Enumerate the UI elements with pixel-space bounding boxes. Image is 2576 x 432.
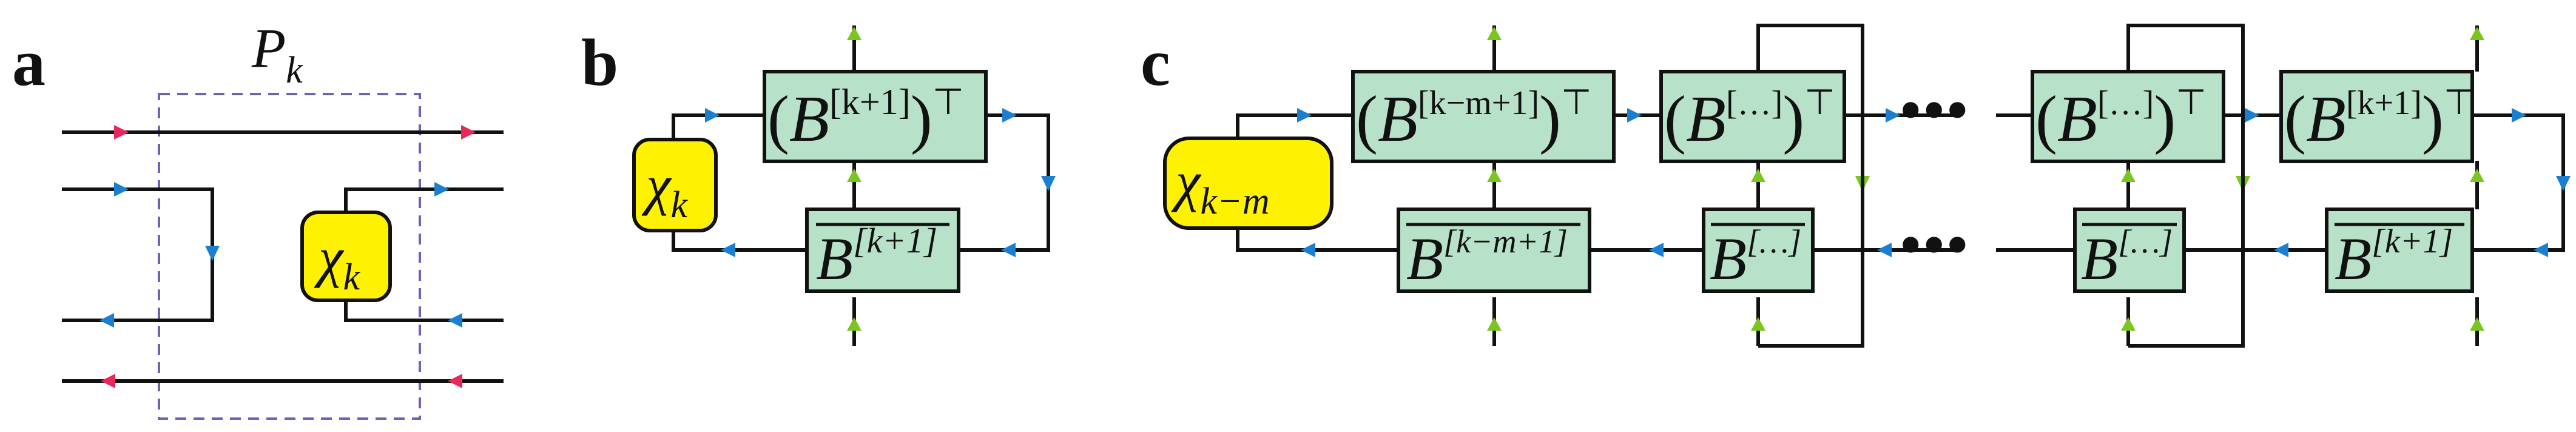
arrow-blue-down (205, 246, 220, 261)
tensor-bottom-4-label: B[k+1] (2335, 223, 2453, 292)
panel-a-label: a (12, 25, 46, 100)
arrow-green-up (847, 27, 861, 40)
chi-k-m-box (1163, 137, 1334, 230)
tensor-top-3-label: (B[…])⊤ (2035, 83, 2207, 155)
chi-k-m-label: χk−m (1171, 150, 1270, 222)
tensor-bottom-1-label: B[k−m+1] (1406, 223, 1568, 292)
chi-k-label: χk (314, 226, 360, 298)
arrow-green-up (847, 317, 861, 331)
tensor-bottom-3-label: B[…] (2081, 223, 2173, 292)
wire-right-upper (344, 187, 504, 218)
tensor-top-3 (2031, 70, 2225, 163)
arrow-red-right (114, 125, 129, 140)
arrow-blue-right (705, 108, 720, 123)
leg-loop (2126, 24, 2245, 348)
arrow-red-left (101, 374, 115, 388)
panel-c-label: c (1141, 25, 1170, 100)
arrow-blue-right (114, 182, 129, 197)
panel-c: c (1141, 24, 2571, 348)
tensor-bottom-2-label: B[…] (1710, 223, 1801, 292)
arrow-blue-down (1041, 176, 1056, 191)
arrow-blue-left (448, 313, 462, 328)
arrow-blue-left (99, 313, 114, 328)
tensor-top-1-label: (B[k−m+1])⊤ (1356, 83, 1591, 155)
arrow-blue-right (434, 182, 449, 197)
panel-b: b (B[k+1])⊤ B[k+1] χk (581, 25, 1056, 346)
projector-label: Pk (251, 17, 303, 91)
ellipsis-top: ••• (1899, 73, 1969, 147)
tensor-b-transpose (763, 70, 988, 163)
tensor-top-4 (2279, 70, 2474, 163)
panel-a: a Pk χk (12, 17, 504, 420)
leg-loop (1756, 24, 1864, 348)
green-arrows (1487, 27, 2484, 331)
tensor-top-2-label: (B[…])⊤ (1664, 83, 1835, 155)
projector-dashed-box (158, 93, 421, 420)
tensor-b-conj-label: B[k+1] (816, 221, 937, 292)
arrow-blue-left (1001, 243, 1016, 257)
panel-b-label: b (581, 25, 618, 100)
tensor-b-transpose-label: (B[k+1])⊤ (767, 82, 964, 155)
arrow-green-up (847, 169, 861, 182)
arrow-blue-right (1002, 108, 1017, 123)
arrow-red-left (448, 374, 462, 388)
chi-k-box (300, 211, 392, 302)
chi-k-label: χk (641, 154, 688, 226)
chi-k-box (632, 138, 718, 232)
tensor-top-1 (1351, 70, 1616, 163)
arrow-red-right (461, 125, 476, 140)
wire-left-loop (62, 187, 214, 322)
ellipsis-bottom: ••• (1899, 208, 1969, 282)
tensor-top-4-label: (B[k+1])⊤ (2284, 83, 2474, 155)
tensor-top-2 (1659, 70, 1846, 163)
blue-arrows (1297, 108, 2571, 257)
arrow-blue-left (721, 243, 735, 257)
